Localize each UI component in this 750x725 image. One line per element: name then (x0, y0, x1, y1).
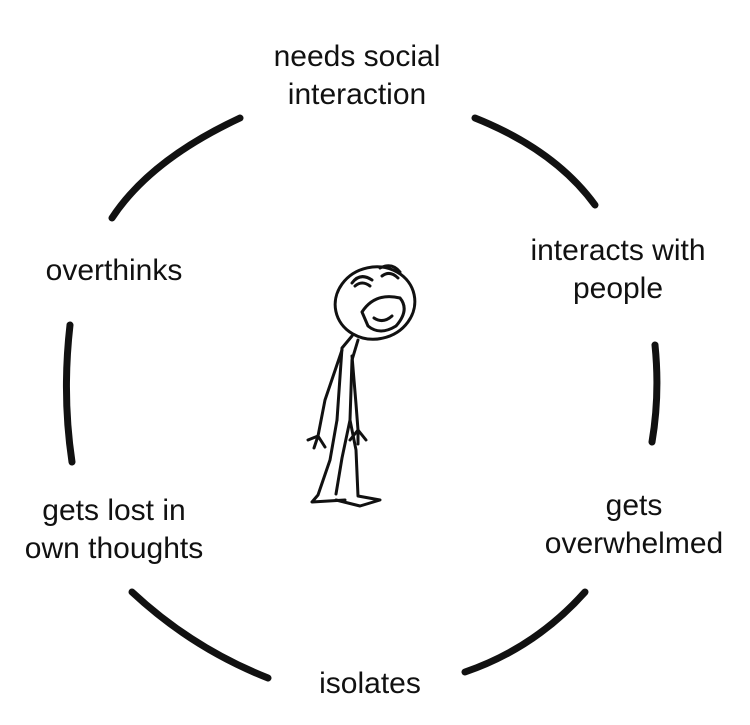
step-overthinks: overthinks (45, 254, 183, 287)
arc-connector-5 (128, 588, 272, 682)
arc-connector-4 (461, 588, 589, 676)
arc-connector-2 (471, 114, 599, 209)
step-gets-overwhelmed: gets overwhelmed (544, 489, 724, 560)
step-gets-lost-in-own-thoughts: gets lost in own thoughts (24, 494, 204, 565)
step-isolates: isolates (319, 667, 421, 700)
arc-connector-6 (62, 321, 76, 466)
arc-connector-3 (648, 341, 661, 446)
step-needs-social-interaction: needs social interaction (273, 40, 441, 111)
arc-connector-1 (108, 114, 244, 222)
step-interacts-with-people: interacts with people (530, 234, 706, 305)
